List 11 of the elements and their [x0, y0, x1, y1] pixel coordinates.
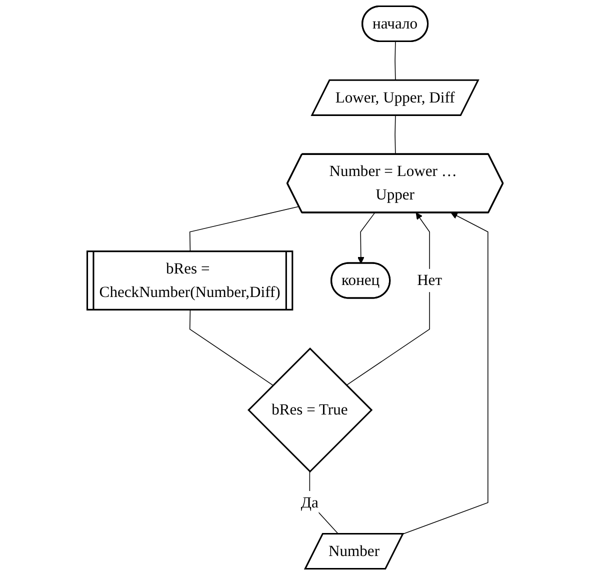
connector	[190, 206, 300, 252]
node-diamond: bRes = True	[248, 348, 374, 473]
connector	[395, 41, 396, 81]
connector	[190, 310, 274, 386]
connector	[310, 471, 340, 535]
arrow	[402, 212, 489, 535]
connector	[395, 115, 396, 155]
arrow	[358, 212, 376, 264]
arrow	[346, 212, 430, 386]
edge-label: Нет	[418, 272, 442, 290]
edge-label: Да	[301, 494, 319, 512]
